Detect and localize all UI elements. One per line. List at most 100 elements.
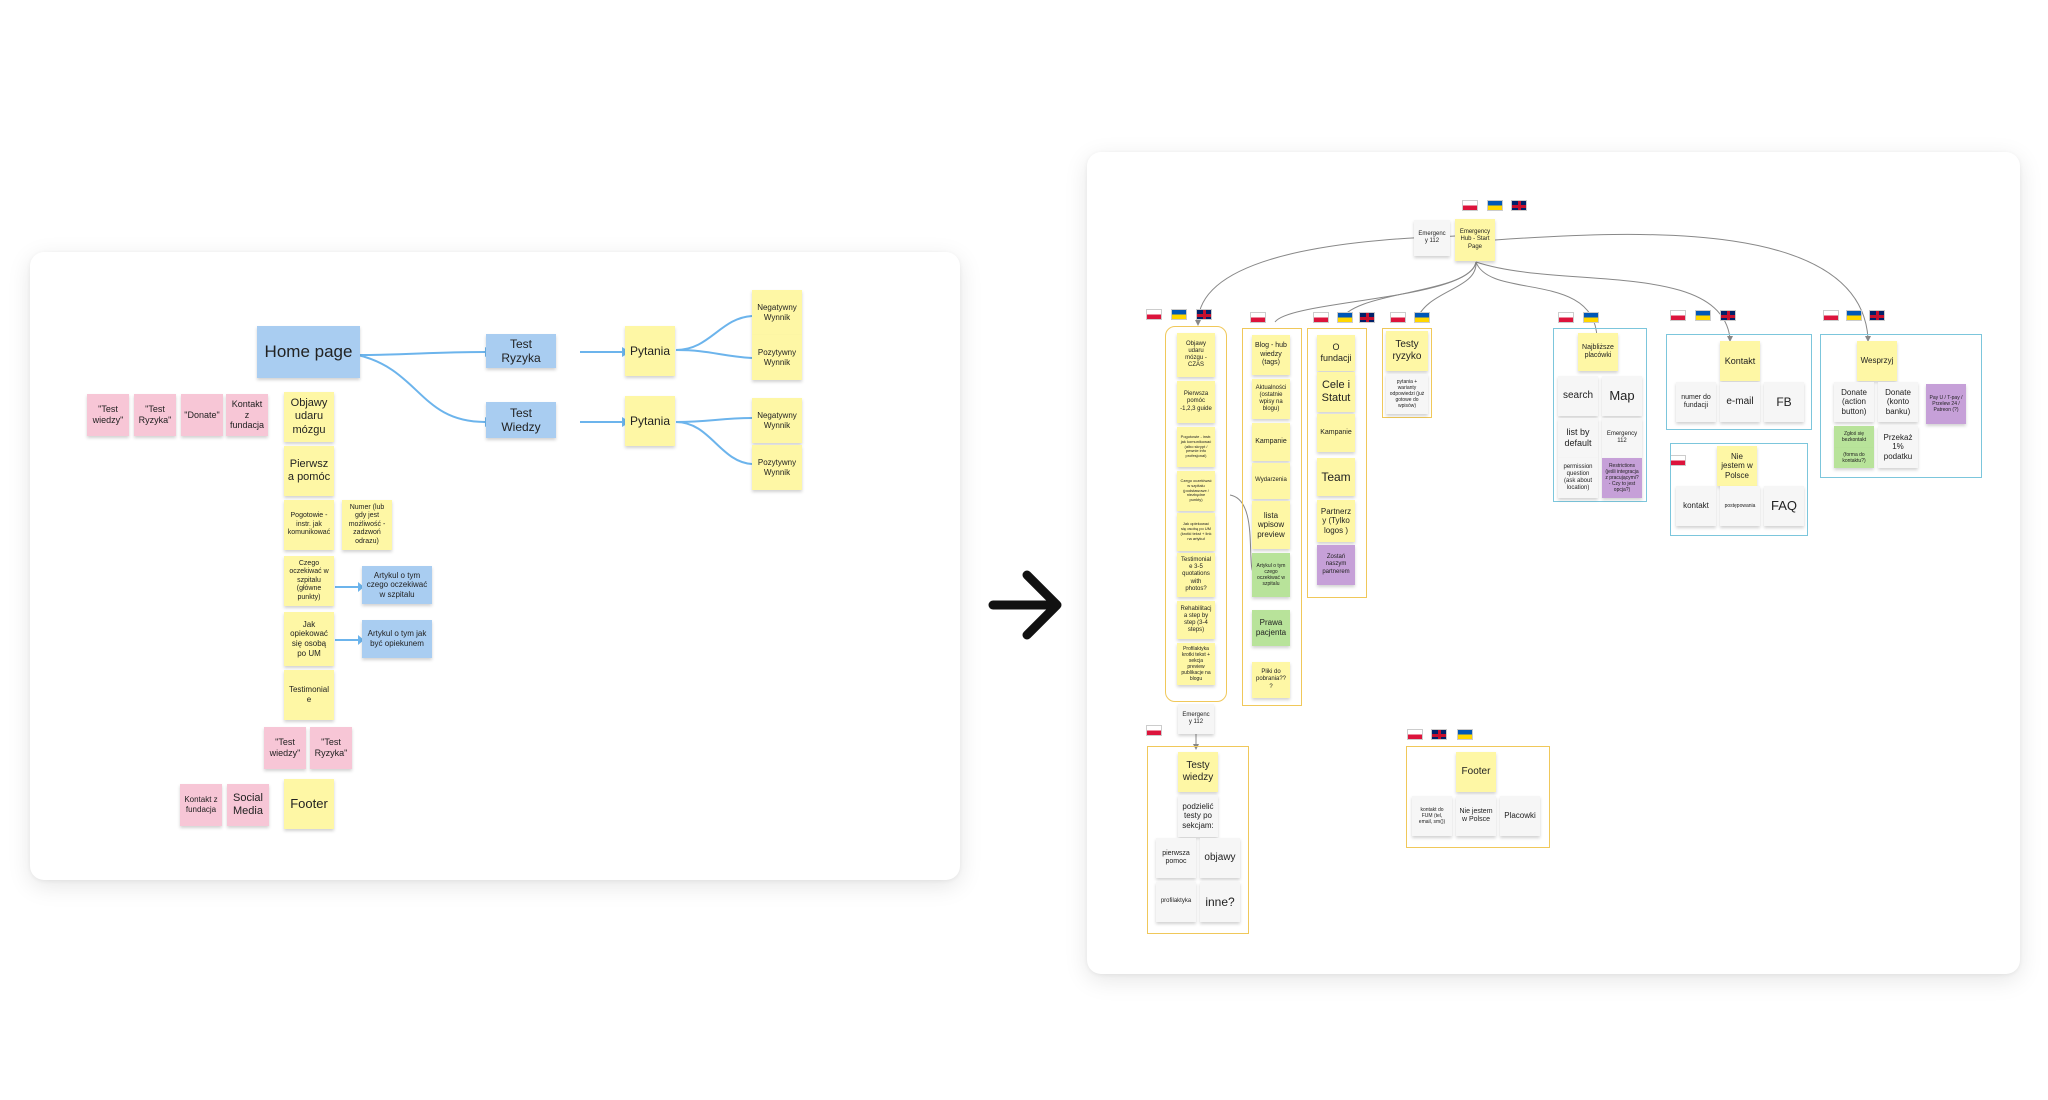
flag-ua-icon (1487, 200, 1503, 211)
flag-pl-icon (1146, 725, 1162, 736)
pink-test-ryzyka-note: "Test Ryzyka" (134, 394, 176, 436)
przekaz-note: Przekaż 1% podatku (1878, 426, 1918, 468)
faq-note: FAQ (1764, 486, 1804, 526)
col2-note-2: Aktualności (ostatnie wpisy na blogu) (1252, 379, 1290, 419)
col1-note-5: Jak opiekować się osobą po UM (krotki te… (1177, 513, 1215, 551)
flag-ua-icon (1583, 312, 1599, 323)
email-note: e-mail (1720, 382, 1760, 422)
placowki-note: Placowki (1500, 796, 1540, 836)
nie-jestem-2-note: Nie jestem w Polsce (1456, 796, 1496, 836)
flag-pl-icon (1462, 200, 1478, 211)
test-ryzyka-note: Test Ryzyka (486, 334, 556, 368)
col2-note-5: lista wpisow preview (1252, 501, 1290, 549)
najblizsze-placowki-note: Najbliższe placówki (1578, 333, 1618, 371)
col1-note-7: Rehabilitacja step by step (3-4 steps) (1177, 601, 1215, 639)
postepowania-note: postępowania (1720, 486, 1760, 526)
profilaktyka-r-note: profilaktyka (1156, 882, 1196, 922)
artykul-szpital-note: Artykul o tym czego oczekiwać w szpitalu (362, 566, 432, 604)
col3-note-3: Kampanie (1317, 414, 1355, 452)
section-footer (1406, 746, 1550, 848)
flag-pl-icon (1407, 729, 1423, 740)
section-blog (1242, 328, 1302, 706)
home-page-note: Home page (257, 326, 360, 378)
flag-gb-icon (1431, 729, 1447, 740)
search-note: search (1558, 376, 1598, 416)
col3-note-4: Team (1317, 458, 1355, 496)
flag-gb-icon (1511, 200, 1527, 211)
donate-action-note: Donate (action button) (1834, 382, 1874, 422)
flag-ua-icon (1457, 729, 1473, 740)
pink-donate-note: "Donate" (181, 394, 223, 436)
flag-ua-icon (1414, 312, 1430, 323)
col2-note-3: Kampanie (1252, 423, 1290, 461)
pink-kontakt-note: Kontakt z fundacja (226, 394, 268, 436)
negatywny-wynnik-note-2: Negatywny Wynnik (752, 398, 802, 443)
col1-note-3: Pogotowie - instr. jak komunikować (albo… (1177, 427, 1215, 467)
permission-note: permission question (ask about location) (1558, 458, 1598, 498)
testimoniale-note: Testimoniale (284, 670, 334, 720)
pay-note: Pay U / T-pay / Przelew 24 / Patreon (?) (1926, 384, 1966, 424)
donate-konto-note: Donate (konto banku) (1878, 382, 1918, 422)
podzielic-note: podzielić testy po sekcjam: (1178, 795, 1218, 837)
pink-test-wiedzy-note: "Test wiedzy" (87, 394, 129, 436)
flag-gb-icon (1720, 310, 1736, 321)
testy-ryzyko-sub-note: pytania + warianty odpowiedzi (już gotow… (1386, 374, 1428, 414)
social-media-note: Social Media (227, 784, 269, 826)
emergency-najblizsze-note: Emergency 112 (1602, 418, 1642, 458)
testy-wiedzy-note: Testy wiedzy (1178, 752, 1218, 792)
col1-note-2: Pierwsza pomóc -1,2,3 guide (1177, 381, 1215, 423)
flag-ua-icon (1337, 312, 1353, 323)
col2-note-8: Pliki do pobrania??? (1252, 662, 1290, 698)
testy-ryzyko-note: Testy ryzyko (1386, 331, 1428, 371)
pozytywny-wynnik-note-2: Pozytywny Wynnik (752, 445, 802, 490)
flag-pl-icon (1823, 310, 1839, 321)
fb-note: FB (1764, 382, 1804, 422)
pogotowie-note: Pogotowie - instr. jak komunikować (284, 500, 334, 550)
list-default-note: list by default (1558, 418, 1598, 458)
flag-pl-icon (1146, 309, 1162, 320)
flag-ua-icon (1846, 310, 1862, 321)
artykul-opiekun-note: Artykul o tym jak być opiekunem (362, 620, 432, 658)
flag-gb-icon (1869, 310, 1885, 321)
test-wiedzy-note: Test Wiedzy (486, 402, 556, 438)
objawy-r-note: objawy (1200, 838, 1240, 878)
col3-note-6: Zostań naszym partnerem (1317, 545, 1355, 585)
col1-note-8: Profilaktyka krotki tekst + sekcja previ… (1177, 643, 1215, 685)
col2-note-6: Artykul o tym czego oczekiwać w szpitalu (1252, 553, 1290, 597)
wesprzyj-note: Wesprzyj (1857, 341, 1897, 381)
emergency-hub-note: Emergency Hub - Start Page (1455, 219, 1495, 261)
pytania-note-1: Pytania (625, 326, 675, 376)
pierwsza-pomoc-note: Pierwsza pomóc (284, 446, 334, 496)
numer-fundacji-note: numer do fundacji (1676, 382, 1716, 422)
col3-note-5: Partnerzy (Tylko logos ) (1317, 500, 1355, 542)
section-testy-wiedzy (1147, 746, 1249, 934)
flag-pl-icon (1313, 312, 1329, 323)
section-testy-ryzyko (1382, 328, 1432, 418)
emergency-top-note: Emergency 112 (1414, 220, 1450, 256)
emergency-bottom-note: Emergency 112 (1178, 704, 1214, 734)
jak-opiekowac-note: Jak opiekować się osobą po UM (284, 612, 334, 666)
col1-note-1: Objawy udaru mózgu - CZAS (1177, 333, 1215, 377)
pozytywny-wynnik-note-1: Pozytywny Wynnik (752, 335, 802, 380)
pink-test-ryzyka-note-2: "Test Ryzyka" (310, 727, 352, 769)
flag-pl-icon (1558, 312, 1574, 323)
numer-note: Numer (lub gdy jest możliwość - zadzwoń … (342, 500, 392, 550)
flag-pl-icon (1670, 310, 1686, 321)
zglos-note: Zgłoś się bezkontakt (1834, 426, 1874, 448)
forma-note: (forma do kontaktu?) (1834, 448, 1874, 468)
section-najblizsze (1553, 328, 1647, 502)
col2-note-1: Blog - hub wiedzy (tags) (1252, 335, 1290, 375)
objawy-note: Objawy udaru mózgu (284, 392, 334, 442)
section-wesprzyj (1820, 334, 1982, 478)
flag-pl-icon (1250, 312, 1266, 323)
footer-note: Footer (284, 779, 334, 829)
col2-note-7: Prawa pacjenta (1252, 610, 1290, 646)
kontakt-fum-note: kontakt do FUM (tel, email, sm()) (1412, 796, 1452, 836)
col3-note-1: O fundacji (1317, 335, 1355, 371)
pierwsza-pomoc-r-note: pierwsza pomoc (1156, 838, 1196, 878)
section-nie-jestem (1670, 443, 1808, 536)
pink-test-wiedzy-note-2: "Test wiedzy" (264, 727, 306, 769)
section-objawy (1165, 326, 1227, 702)
flag-ua-icon (1171, 309, 1187, 320)
